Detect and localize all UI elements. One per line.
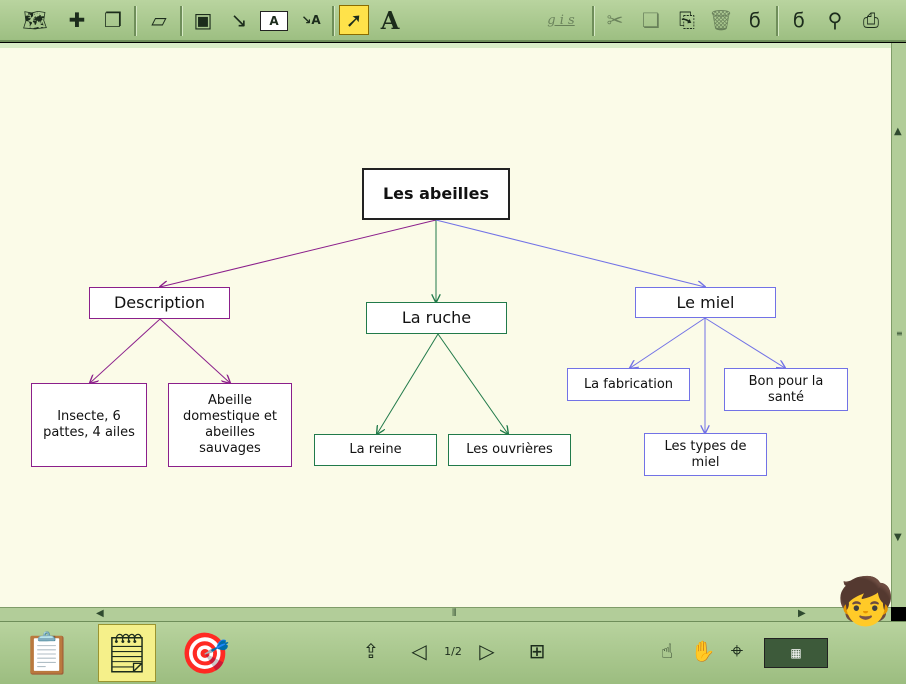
add-idea-icon[interactable]: ✚ (68, 8, 86, 32)
link-miel-child2 (704, 317, 785, 368)
link-description-child1 (90, 318, 161, 383)
hand-icon[interactable]: ✋ (690, 639, 716, 663)
scroll-thumb-grip[interactable]: ⦀ (452, 608, 457, 619)
link-description-child2 (159, 318, 230, 383)
overview-map-icon[interactable]: ▦ (764, 638, 828, 668)
text-box-icon[interactable]: A (260, 11, 288, 31)
crosshair-icon[interactable]: ⌖ (730, 638, 744, 664)
cut-icon[interactable]: ✂ (606, 8, 624, 32)
idea-la-reine[interactable]: La reine (314, 434, 437, 466)
paste-icon[interactable]: ⎘ (679, 8, 695, 32)
link-ruche-child1 (377, 333, 439, 434)
link-root-miel (435, 219, 705, 287)
toolbar-separator (134, 6, 137, 36)
page-indicator: 1/2 (444, 644, 462, 658)
idea-le-miel[interactable]: Le miel (635, 287, 776, 318)
toolbar-separator (776, 6, 779, 36)
arrange-icon[interactable]: ⇪ (362, 639, 380, 663)
picture-icon[interactable]: ▣ (193, 8, 213, 32)
pointer-hand-icon[interactable]: ☝ (660, 639, 674, 663)
spiral-icon[interactable]: ϭ (748, 8, 762, 32)
horizontal-scrollbar[interactable]: ◀ ⦀ ▶ (0, 607, 891, 621)
toolbar-separator (180, 6, 183, 36)
idea-la-fabrication[interactable]: La fabrication (567, 368, 690, 401)
link-miel-child1 (630, 317, 706, 368)
format-buttons[interactable]: g i s (547, 12, 575, 28)
linked-text-icon[interactable]: ↘A (301, 13, 321, 27)
print-icon[interactable]: ⎙ (863, 8, 879, 32)
idea-description[interactable]: Description (89, 287, 230, 319)
ideas-icon[interactable]: ❐ (104, 8, 122, 32)
idea-la-ruche[interactable]: La ruche (366, 302, 507, 334)
page-icon[interactable]: ▱ (151, 8, 167, 32)
idea-les-ouvrieres[interactable]: Les ouvrières (448, 434, 571, 466)
bottom-toolbar: 📋 🗒 🎯 ⇪ ◁ 1/2 ▷ ⊞ ☝ ✋ ⌖ ▦ (0, 621, 906, 684)
copy-icon[interactable]: ❏ (642, 8, 660, 32)
trash-icon[interactable]: 🗑 (708, 8, 734, 32)
main-toolbar: 🗺 ✚ ❐ ▱ ▣ ↘ A ↘A ➚ A g i s ✂ ❏ ⎘ 🗑 ϭ ϭ ⚲… (0, 0, 906, 42)
new-page-icon[interactable]: ⊞ (528, 639, 546, 663)
next-page-icon[interactable]: ▷ (479, 639, 495, 663)
idea-bon-pour-la-sante[interactable]: Bon pour la santé (724, 368, 848, 411)
link-root-description (160, 219, 437, 287)
scroll-thumb-grip[interactable]: ≡ (896, 329, 903, 338)
select-arrow-icon[interactable]: ➚ (339, 5, 369, 35)
toolbar-separator (592, 6, 595, 36)
notes-icon[interactable]: 🗒 (98, 624, 156, 682)
font-icon[interactable]: A (380, 5, 400, 35)
root-node[interactable]: Les abeilles (362, 168, 510, 220)
character-icon[interactable]: 🧒 (837, 573, 895, 628)
scroll-right-icon[interactable]: ▶ (798, 608, 806, 619)
target-icon[interactable]: 🎯 (180, 630, 230, 677)
toolbar-separator (332, 6, 335, 36)
spiral-icon[interactable]: ϭ (792, 8, 806, 32)
vertical-scrollbar[interactable]: ▲ ≡ ▼ (891, 43, 906, 607)
checklist-icon[interactable]: 📋 (22, 630, 72, 677)
scroll-up-icon[interactable]: ▲ (894, 126, 902, 137)
scroll-down-icon[interactable]: ▼ (894, 532, 902, 543)
idea-les-types-de-miel[interactable]: Les types de miel (644, 433, 767, 476)
map-icon[interactable]: 🗺 (22, 8, 48, 32)
idea-insecte[interactable]: Insecte, 6 pattes, 4 ailes (31, 383, 147, 467)
idea-abeille-domestique[interactable]: Abeille domestique et abeilles sauvages (168, 383, 292, 467)
scroll-left-icon[interactable]: ◀ (96, 608, 104, 619)
link-ruche-child2 (437, 333, 508, 434)
link-icon[interactable]: ↘ (230, 8, 248, 32)
zoom-icon[interactable]: ⚲ (827, 8, 843, 32)
prev-page-icon[interactable]: ◁ (411, 639, 427, 663)
